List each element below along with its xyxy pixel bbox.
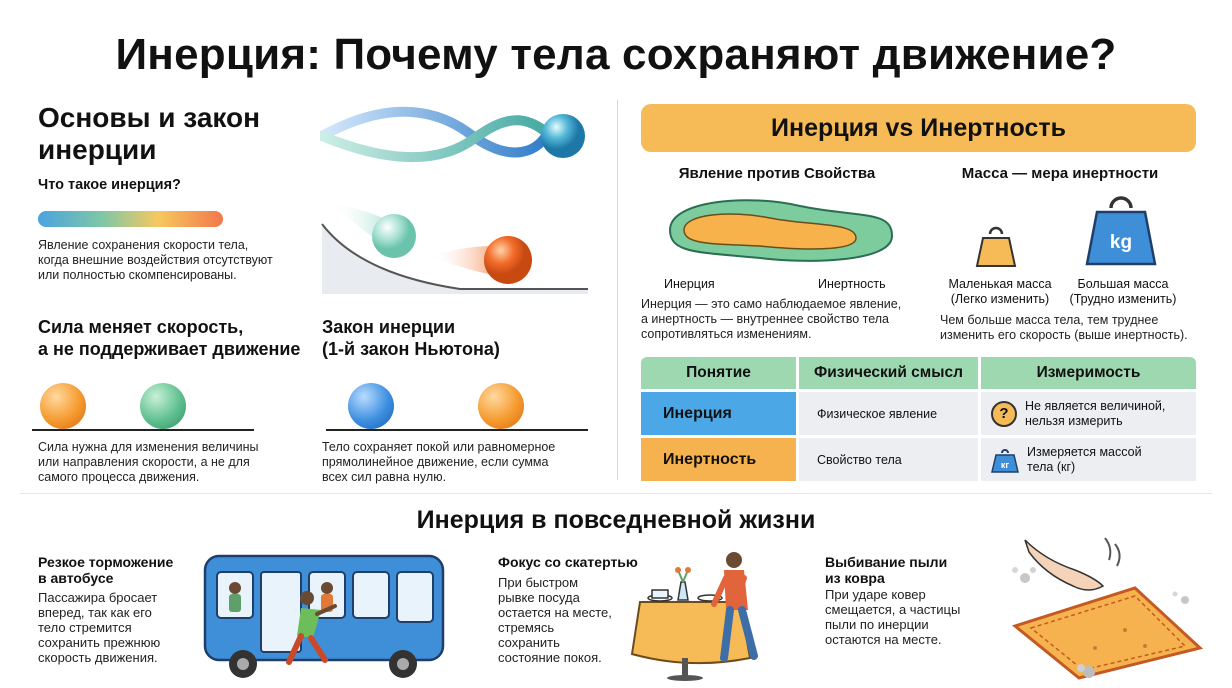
tablecloth-title: Фокус со скатертью [498, 554, 638, 570]
table-header: Понятие [641, 357, 799, 389]
orange-ball [40, 383, 86, 429]
phenomenon-text: Инерция — это само наблюдаемое явление,а… [641, 297, 902, 341]
kg-label: kg [1110, 232, 1132, 253]
table-header-row: Понятие Физический смысл Измеримость [641, 357, 1196, 389]
table-cell-meaning: Физическое явление [799, 389, 981, 435]
table-row: Инерция Физическое явление ? Не является… [641, 389, 1196, 435]
swirl-motion-illustration [320, 106, 585, 163]
ground-line [32, 429, 254, 431]
table-cell-name: Инерция [641, 389, 799, 435]
green-ball [140, 383, 186, 429]
vertical-divider [617, 100, 618, 480]
table-cell-meaning: Свойство тела [799, 435, 981, 481]
blue-ball [348, 383, 394, 429]
what-is-inertia-title: Что такое инерция? [38, 177, 181, 193]
small-weight-icon [975, 226, 1017, 267]
slope-rolling-ball-illustration [321, 204, 588, 294]
bus-braking-illustration [203, 554, 445, 678]
carpet-beating-illustration [1011, 537, 1204, 680]
phenomenon-property-diagram [668, 199, 894, 262]
comparison-table: Понятие Физический смысл Измеримость Ине… [641, 357, 1196, 481]
phenomenon-title: Явление против Свойства [678, 165, 876, 182]
inertness-label: Инертность [818, 277, 886, 291]
question-icon: ? [991, 400, 1017, 427]
table-header: Физический смысл [799, 357, 981, 389]
everyday-section-title: Инерция в повседневной жизни [416, 506, 816, 534]
tablecloth-trick-illustration [630, 552, 758, 681]
orange-ball [478, 383, 524, 429]
big-weight-icon: kg [1085, 196, 1157, 266]
svg-text:кг: кг [1001, 460, 1010, 470]
small-mass-label: Маленькая масса(Легко изменить) [948, 277, 1052, 306]
what-is-inertia-text: Явление сохранения скорости тела,когда в… [38, 238, 273, 282]
law-title: Закон инерции(1-й закон Ньютона) [322, 317, 500, 359]
table-row: Инертность Свойство тела кг Измеряется м… [641, 435, 1196, 481]
horizontal-divider [20, 493, 1212, 494]
page-title: Инерция: Почему тела сохраняют движение? [115, 30, 1117, 79]
force-title: Сила меняет скорость,а не поддерживает д… [38, 317, 301, 359]
gradient-bar [38, 211, 223, 227]
mass-title: Масса — мера инертности [961, 165, 1159, 182]
kg-weight-icon: кг [991, 448, 1019, 473]
table-header: Измеримость [981, 357, 1196, 389]
table-cell-measure: ? Не является величиной,нельзя измерить [981, 389, 1196, 435]
measure-text: Не является величиной,нельзя измерить [1025, 398, 1166, 428]
inertia-label: Инерция [664, 277, 715, 291]
basics-heading: Основы и закон инерции [38, 102, 261, 165]
comparison-banner: Инерция vs Инертность [641, 104, 1196, 152]
ground-line [326, 429, 588, 431]
big-mass-label: Большая масса(Трудно изменить) [1069, 277, 1177, 306]
table-cell-name: Инертность [641, 435, 799, 481]
